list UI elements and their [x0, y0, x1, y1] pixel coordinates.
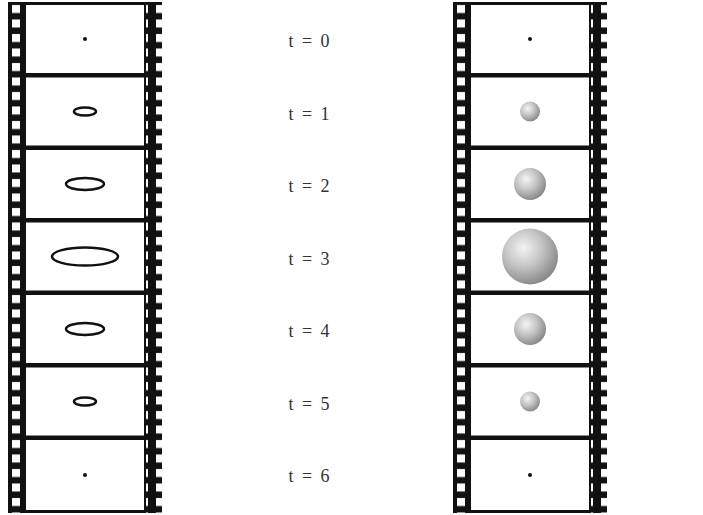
time-label: t = 6 [288, 466, 331, 487]
time-label: t = 2 [288, 176, 331, 197]
time-label: t = 4 [288, 321, 331, 342]
time-label: t = 1 [288, 103, 331, 124]
time-label: t = 0 [288, 31, 331, 52]
time-label: t = 3 [288, 248, 331, 269]
time-label: t = 5 [288, 393, 331, 414]
ellipse-strip [8, 2, 162, 513]
sphere-strip [453, 2, 607, 513]
